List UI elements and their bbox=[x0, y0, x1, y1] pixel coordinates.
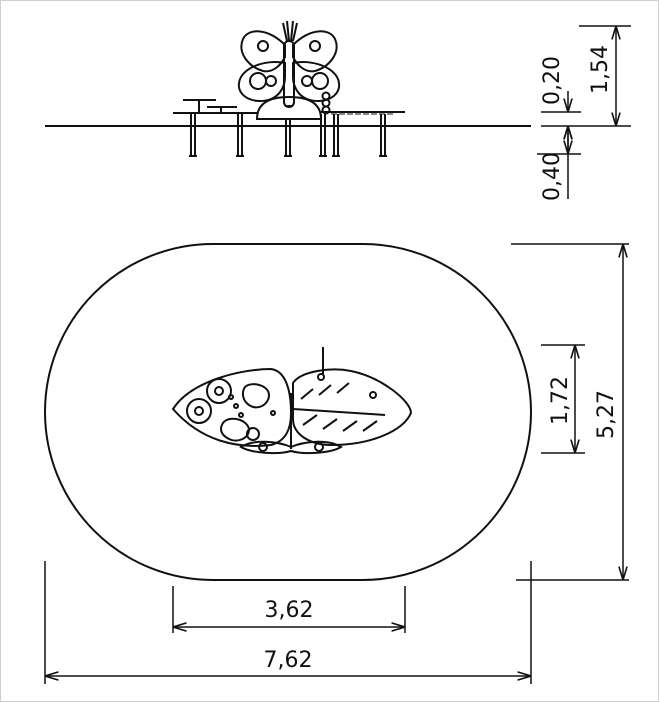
butterfly-figure bbox=[237, 20, 341, 120]
elevation-view: 0,20 1,54 0,40 bbox=[45, 20, 631, 201]
elevation-dimensions bbox=[537, 25, 631, 199]
dim-equipment-depth: 1,72 bbox=[548, 376, 573, 425]
safety-area-outline bbox=[44, 243, 532, 581]
dim-below-ground: 0,40 bbox=[540, 152, 565, 201]
equipment-footprint bbox=[171, 347, 413, 455]
plan-dimensions bbox=[44, 243, 629, 684]
platforms bbox=[173, 99, 405, 157]
dim-area-depth: 5,27 bbox=[594, 390, 619, 439]
dim-area-width: 7,62 bbox=[264, 648, 313, 673]
plan-view: 1,72 5,27 3,62 7,62 bbox=[44, 243, 629, 684]
dim-above-ground: 0,20 bbox=[540, 56, 565, 105]
dim-total-height: 1,54 bbox=[588, 45, 613, 94]
dim-equipment-width: 3,62 bbox=[265, 598, 314, 623]
